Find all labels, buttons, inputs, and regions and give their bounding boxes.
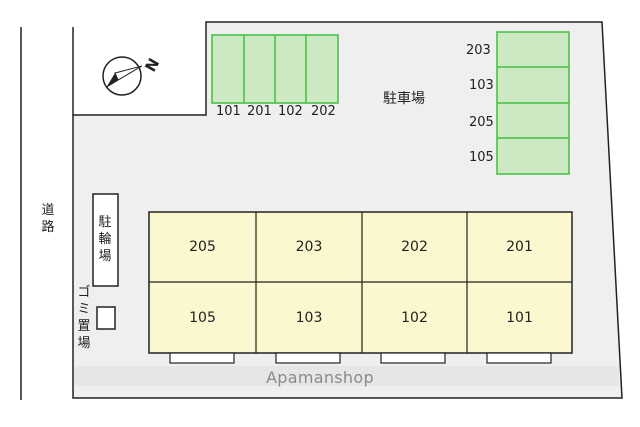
step [275, 352, 341, 364]
step [380, 352, 446, 364]
unit-label: 105 [189, 309, 216, 326]
unit-label: 101 [506, 309, 533, 326]
bicycle-parking-label: 駐輪場 [98, 215, 112, 264]
parking-top [211, 34, 339, 104]
parking-number: 103 [469, 78, 494, 93]
parking-number: 102 [278, 104, 303, 119]
parking-right [496, 31, 570, 175]
garbage-box [96, 306, 116, 330]
unit-label: 203 [295, 239, 323, 255]
parking-label: 駐車場 [383, 91, 425, 107]
parking-number: 202 [311, 104, 336, 119]
bicycle-parking-box [92, 193, 119, 287]
compass-icon [102, 56, 143, 96]
unit-label: 102 [401, 309, 428, 326]
parking-number: 201 [247, 104, 272, 119]
parking-number: 101 [216, 104, 241, 119]
frontage-band [74, 366, 619, 386]
step [486, 352, 552, 364]
step [169, 352, 235, 364]
unit-label: 201 [506, 239, 533, 255]
unit-label: 202 [401, 239, 428, 255]
building [148, 211, 573, 354]
parking-number: 203 [466, 43, 491, 58]
garbage-label: ゴミ置場 [77, 285, 91, 351]
unit-label: 205 [189, 239, 216, 255]
unit-label: 103 [295, 309, 323, 326]
road-label: 道路 [41, 203, 55, 235]
parking-number: 105 [469, 150, 494, 165]
watermark: Apamanshop [266, 368, 374, 387]
parking-number: 205 [469, 115, 494, 130]
